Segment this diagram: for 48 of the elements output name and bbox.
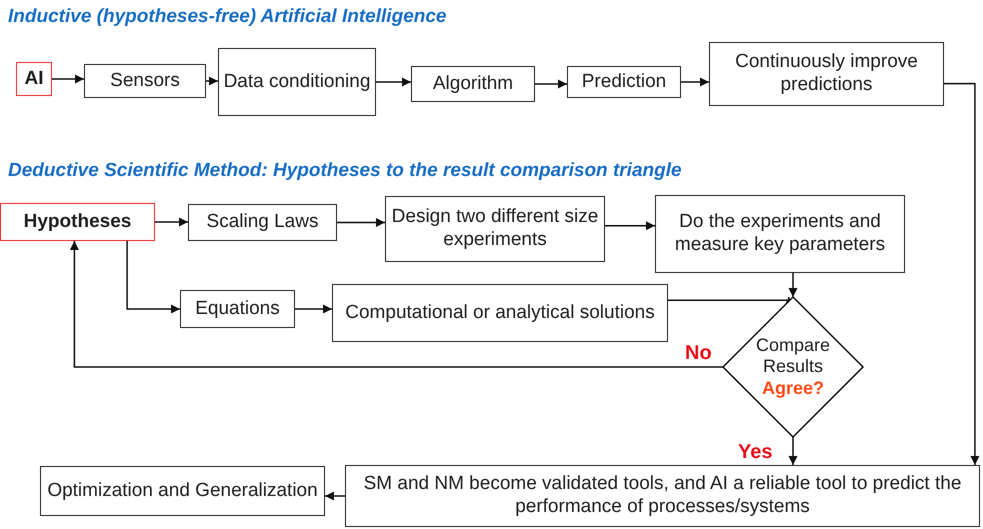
box-label: Algorithm [432,72,514,96]
box-label: Data conditioning [224,70,370,94]
arrow [295,304,332,314]
box-label: Sensors [110,70,180,92]
process-box [180,290,295,328]
process-box [332,284,668,342]
box-label: Compare Results [754,334,832,378]
process-box [16,62,52,96]
process-box [218,48,376,116]
section-heading: Deductive Scientific Method: Hypotheses to the result comparison triangle [8,160,682,182]
box-label: Do the experiments and measure key parameters [674,211,886,257]
arrow [788,273,798,297]
process-box [84,64,206,98]
process-box [188,204,337,241]
arrow [681,78,709,86]
decision-diamond [723,297,863,437]
box-label: Scaling Laws [206,211,318,234]
arrow [206,76,218,86]
process-box [0,203,155,241]
process-box [411,66,535,102]
box-label: Continuously improve predictions [734,51,919,97]
arrow [605,221,655,230]
process-box [385,196,605,262]
arrow [325,492,345,500]
arrow [376,78,411,86]
box-label: Hypotheses [24,210,132,234]
process-box [345,465,980,527]
arrow [788,437,798,465]
arrow [155,218,188,226]
box-label: SM and NM become validated tools, and AI a reliable tool to predict the performance of processes/systems [362,473,962,519]
process-box [655,195,905,273]
box-label: AI [24,68,44,90]
arrow [535,80,567,88]
box-label: Design two different size experiments [390,206,600,252]
question-text: Agree? [760,378,825,400]
process-box [567,66,681,98]
arrow [126,241,180,314]
section-heading: Inductive (hypotheses-free) Artificial Intelligence [8,6,447,28]
process-box [709,42,944,106]
arrow [337,218,385,227]
box-label: Equations [195,298,280,320]
box-label: Prediction [582,70,666,94]
box-label: Computational or analytical solutions [345,302,655,324]
arrow [52,74,84,84]
arrow [70,241,723,368]
arrow [944,82,980,465]
box-label: Optimization and Generalization [47,480,318,502]
process-box [40,466,325,516]
